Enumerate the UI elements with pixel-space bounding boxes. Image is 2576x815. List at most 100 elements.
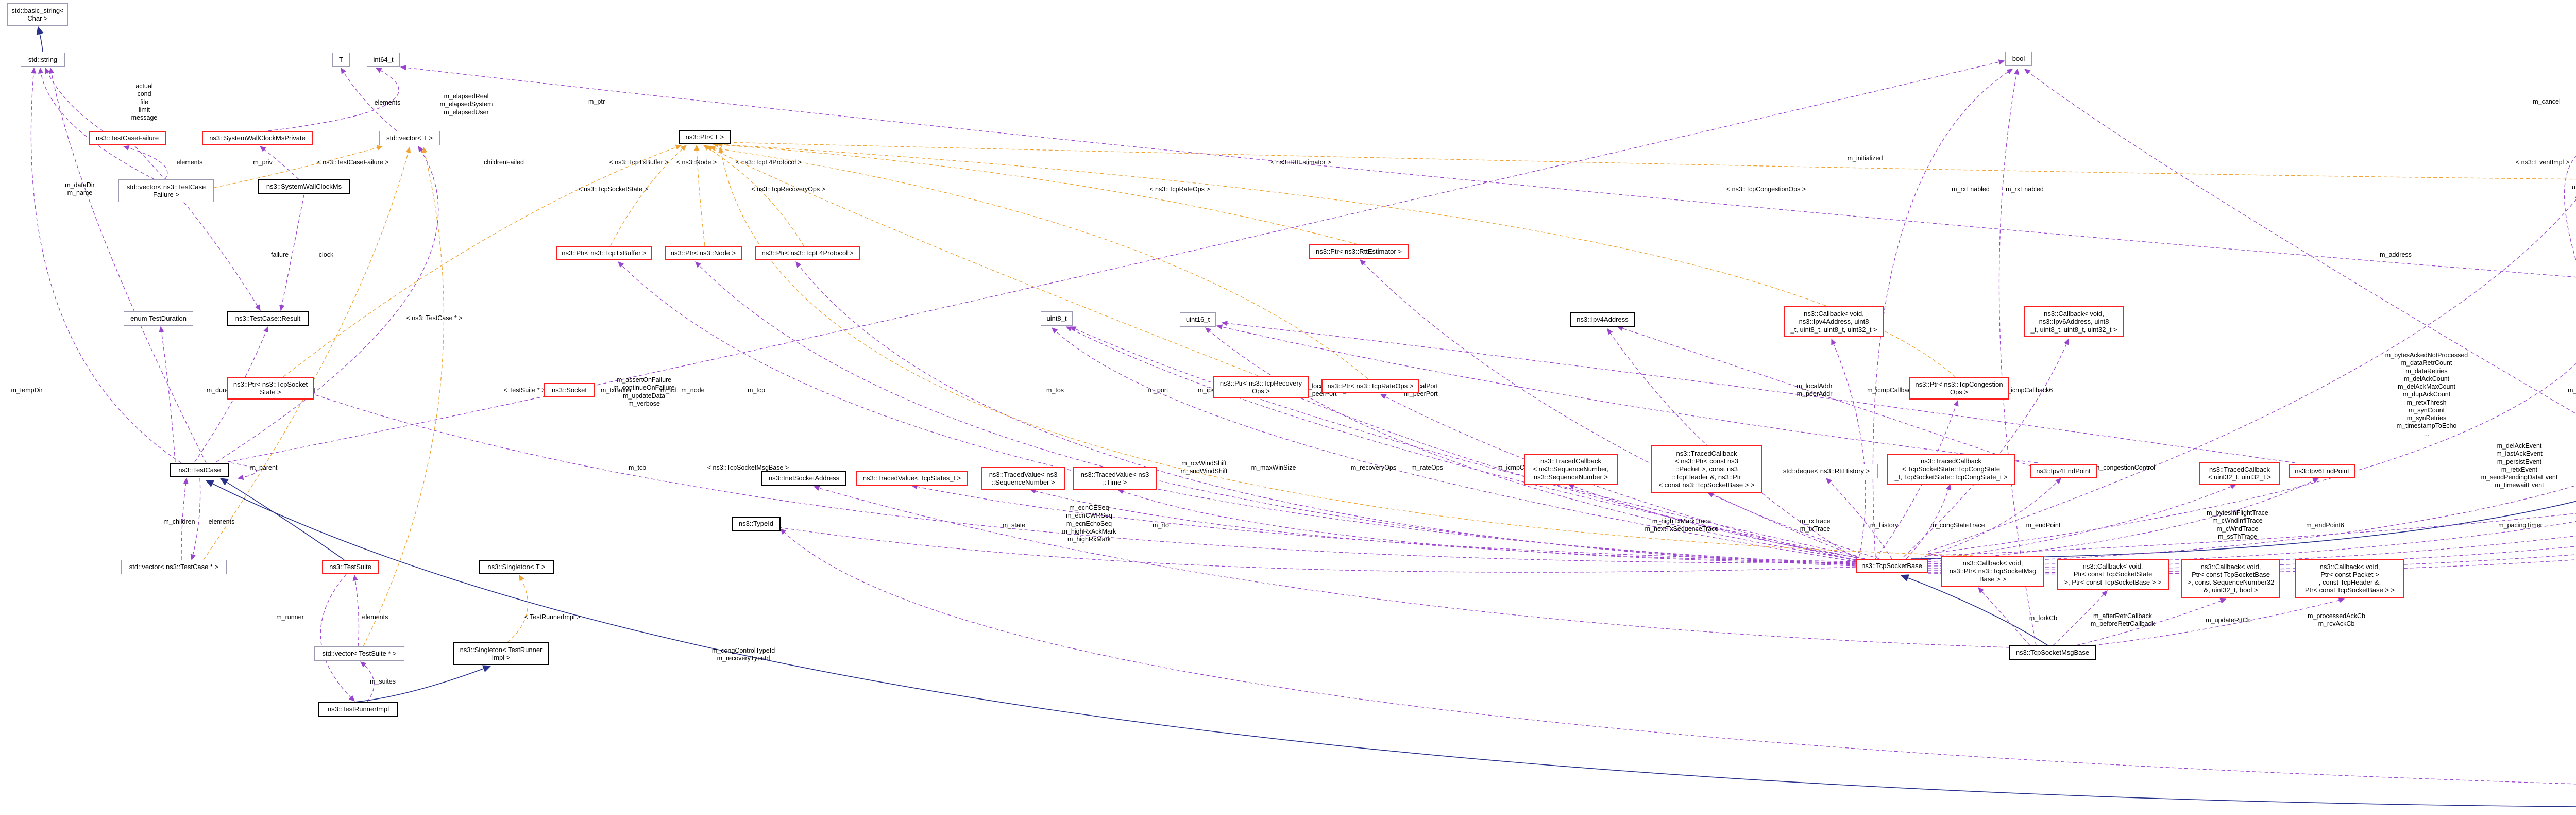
class-node-ns3-testcase-result[interactable]: ns3::TestCase::Result	[227, 311, 309, 326]
member-edge	[1205, 327, 1857, 560]
edge-label: m_endPoint6	[2306, 522, 2344, 529]
member-edge	[227, 59, 2005, 462]
class-node-ns3-ptr-ns3-tcptxbuffer[interactable]: ns3::Ptr< ns3::TcpTxBuffer >	[556, 246, 652, 260]
class-node-ns3-systemwallclockms[interactable]: ns3::SystemWallClockMs	[258, 179, 350, 194]
edge-label: < ns3::EventImpl >	[2515, 159, 2570, 166]
class-node-ns3-ipv4endpoint[interactable]: ns3::Ipv4EndPoint	[2030, 464, 2097, 478]
class-node-uint8-t[interactable]: uint8_t	[1041, 311, 1073, 326]
class-node-ns3-singleton-t[interactable]: ns3::Singleton< T >	[479, 560, 554, 574]
member-edge	[360, 661, 375, 703]
class-node-t[interactable]: T	[332, 53, 350, 67]
class-node-ns3-tracedvalue-ns3-time[interactable]: ns3::TracedValue< ns3 ::Time >	[1073, 467, 1157, 490]
member-edge	[774, 525, 1856, 573]
template-edge	[203, 146, 411, 560]
class-node-ns3-tracedcallback-ns3-ptr-const-ns3-packet-const-ns3-tcpheader-ns3-ptr-const-ns3-tcpsocketbase[interactable]: ns3::TracedCallback < ns3::Ptr< const ns…	[1651, 445, 1762, 493]
member-edge	[134, 146, 261, 311]
class-node-ns3-tracedvalue-tcpstates-t[interactable]: ns3::TracedValue< TcpStates_t >	[856, 471, 968, 486]
edge-label: m_address	[2380, 251, 2412, 258]
member-edge	[1927, 194, 2576, 552]
class-node-ns3-ptr-ns3-node[interactable]: ns3::Ptr< ns3::Node >	[665, 246, 742, 260]
edge-label: actual cond file limit message	[131, 82, 158, 121]
member-edge	[1380, 394, 1856, 561]
class-node-ns3-ptr-t[interactable]: ns3::Ptr< T >	[679, 130, 731, 144]
class-node-ns3-inetsocketaddress[interactable]: ns3::InetSocketAddress	[761, 471, 846, 486]
class-node-ns3-ptr-ns3-tcprateops[interactable]: ns3::Ptr< ns3::TcpRateOps >	[1321, 379, 1419, 393]
class-node-ns3-ptr-ns3-tcpl4protocol[interactable]: ns3::Ptr< ns3::TcpL4Protocol >	[755, 246, 860, 260]
edge-label: m_highTxMarkTrace m_nextTxSequenceTrace	[1645, 518, 1719, 533]
template-edge	[718, 146, 1974, 556]
class-node-ns3-tracedcallback-ns3-sequencenumber-ns3-sequencenumber[interactable]: ns3::TracedCallback < ns3::SequenceNumbe…	[1524, 454, 1618, 485]
member-edge	[1831, 338, 1866, 558]
member-edge	[2053, 590, 2108, 646]
class-node-ns3-ipv4address[interactable]: ns3::Ipv4Address	[1570, 312, 1635, 327]
class-node-ns3-testsuite[interactable]: ns3::TestSuite	[322, 560, 379, 574]
class-node-ns3-tcpsocketbase[interactable]: ns3::TcpSocketBase	[1856, 559, 1928, 573]
member-edge	[813, 485, 2010, 648]
class-node-ns3-callback-void-ns3-ptr-ns3-tcpsocketmsg-base[interactable]: ns3::Callback< void, ns3::Ptr< ns3::TcpS…	[1941, 556, 2044, 587]
member-edge	[159, 326, 176, 462]
class-node-uint32-t[interactable]: uint32_t	[2566, 180, 2576, 194]
class-node-ns3-tcpsocketmsgbase[interactable]: ns3::TcpSocketMsgBase	[2009, 645, 2096, 660]
edge-label: failure	[270, 251, 289, 258]
class-node-std-vector-t[interactable]: std::vector< T >	[379, 131, 440, 145]
class-node-ns3-tracedcallback-tcpsocketstate-tcpcongstate-t-tcpsocketstate-tcpcongstate-t[interactable]: ns3::TracedCallback < TcpSocketState::Tc…	[1887, 454, 2015, 485]
edge-label: m_icmpCallback	[1867, 387, 1914, 394]
class-node-std-vector-ns3-testcase[interactable]: std::vector< ns3::TestCase * >	[121, 560, 227, 574]
template-edge	[712, 142, 1358, 245]
class-node-ns3-singleton-testrunner-impl[interactable]: ns3::Singleton< TestRunner Impl >	[453, 642, 549, 665]
edge-label: m_tid	[660, 387, 676, 394]
edge-label: m_children	[163, 518, 195, 525]
class-node-ns3-testrunnerimpl[interactable]: ns3::TestRunnerImpl	[318, 702, 398, 717]
member-edge	[320, 574, 355, 702]
class-node-ns3-typeid[interactable]: ns3::TypeId	[732, 517, 781, 531]
member-edge	[30, 67, 182, 463]
class-node-ns3-ptr-ns3-rttestimator[interactable]: ns3::Ptr< ns3::RttEstimator >	[1309, 244, 1409, 259]
edge-label: m_localAddr m_peerAddr	[1797, 382, 1833, 398]
member-edge	[1707, 492, 1880, 559]
member-edge	[216, 145, 439, 462]
class-node-ns3-callback-void-ns3-ipv4address-uint8-t-uint8-t-uint8-t-uint32-t[interactable]: ns3::Callback< void, ns3::Ipv4Address, u…	[1784, 306, 1884, 337]
class-node-ns3-socket[interactable]: ns3::Socket	[544, 383, 595, 397]
class-node-ns3-callback-void-ns3-ipv6address-uint8-t-uint8-t-uint8-t-uint32-t[interactable]: ns3::Callback< void, ns3::Ipv6Address, u…	[2024, 306, 2124, 337]
class-node-ns3-callback-void-ptr-const-tcpsocketbase-const-sequencenumber32-uint32-t-bool[interactable]: ns3::Callback< void, Ptr< const TcpSocke…	[2181, 559, 2280, 598]
class-node-ns3-ptr-ns3-tcpcongestion-ops[interactable]: ns3::Ptr< ns3::TcpCongestion Ops >	[1909, 377, 2009, 400]
class-node-ns3-ptr-ns3-tcpsocket-state[interactable]: ns3::Ptr< ns3::TcpSocket State >	[227, 377, 314, 400]
class-node-ns3-systemwallclockmsprivate[interactable]: ns3::SystemWallClockMsPrivate	[202, 131, 313, 145]
class-node-int64-t[interactable]: int64_t	[367, 53, 400, 67]
class-node-bool[interactable]: bool	[2005, 52, 2032, 66]
inheritance-edge	[1911, 501, 2576, 559]
class-node-ns3-tracedcallback-uint32-t-uint32-t[interactable]: ns3::TracedCallback < uint32_t, uint32_t…	[2199, 462, 2280, 485]
class-node-ns3-tracedvalue-ns3-sequencenumber[interactable]: ns3::TracedValue< ns3 ::SequenceNumber >	[981, 467, 1065, 490]
member-edge	[2024, 69, 2576, 414]
inheritance-edge	[1900, 574, 2048, 646]
class-node-std-vector-testsuite[interactable]: std::vector< TestSuite * >	[314, 646, 404, 661]
template-edge	[507, 574, 529, 643]
class-node-ns3-testcasefailure[interactable]: ns3::TestCaseFailure	[89, 131, 166, 145]
class-node-std-deque-ns3-rtthistory[interactable]: std::deque< ns3::RttHistory >	[1775, 464, 1878, 478]
class-node-ns3-ipv6endpoint[interactable]: ns3::Ipv6EndPoint	[2289, 464, 2355, 478]
member-edge	[45, 67, 104, 131]
member-edge	[267, 68, 399, 131]
inheritance-edge	[219, 478, 345, 560]
edge-label: < ns3::TestCaseFailure >	[317, 159, 389, 166]
class-node-ns3-callback-void-ptr-const-tcpsocketstate-ptr-const-tcpsocketbase[interactable]: ns3::Callback< void, Ptr< const TcpSocke…	[2057, 559, 2169, 590]
class-node-std-string[interactable]: std::string	[21, 53, 65, 67]
class-node-std-vector-ns3-testcase-failure[interactable]: std::vector< ns3::TestCase Failure >	[118, 179, 214, 202]
class-node-uint16-t[interactable]: uint16_t	[1180, 312, 1216, 327]
template-edge	[703, 145, 804, 246]
member-edge	[48, 67, 207, 463]
edge-label: m_endPoint	[2026, 522, 2061, 529]
class-node-ns3-callback-void-ptr-const-packet-const-tcpheader-ptr-const-tcpsocketbase[interactable]: ns3::Callback< void, Ptr< const Packet >…	[2295, 559, 2404, 598]
member-edge	[190, 478, 201, 561]
edge-label: m_ecnCESeq m_ecnCWRSeq m_ecnEchoSeq m_hi…	[1062, 504, 1116, 543]
class-node-std-basic-string-char[interactable]: std::basic_string< Char >	[7, 3, 68, 26]
edge-label: m_suites	[369, 678, 396, 685]
member-edge	[1927, 485, 2576, 564]
edge-label: m_assertOnFailure m_continueOnFailure m_…	[613, 376, 675, 407]
class-node-ns3-ptr-ns3-tcprecovery-ops[interactable]: ns3::Ptr< ns3::TcpRecovery Ops >	[1213, 376, 1309, 398]
class-node-enum-testduration[interactable]: enum TestDuration	[124, 311, 193, 326]
edge-label: m_initialized	[1847, 155, 1883, 162]
inheritance-edge	[354, 665, 492, 703]
class-node-ns3-testcase[interactable]: ns3::TestCase	[170, 463, 229, 477]
